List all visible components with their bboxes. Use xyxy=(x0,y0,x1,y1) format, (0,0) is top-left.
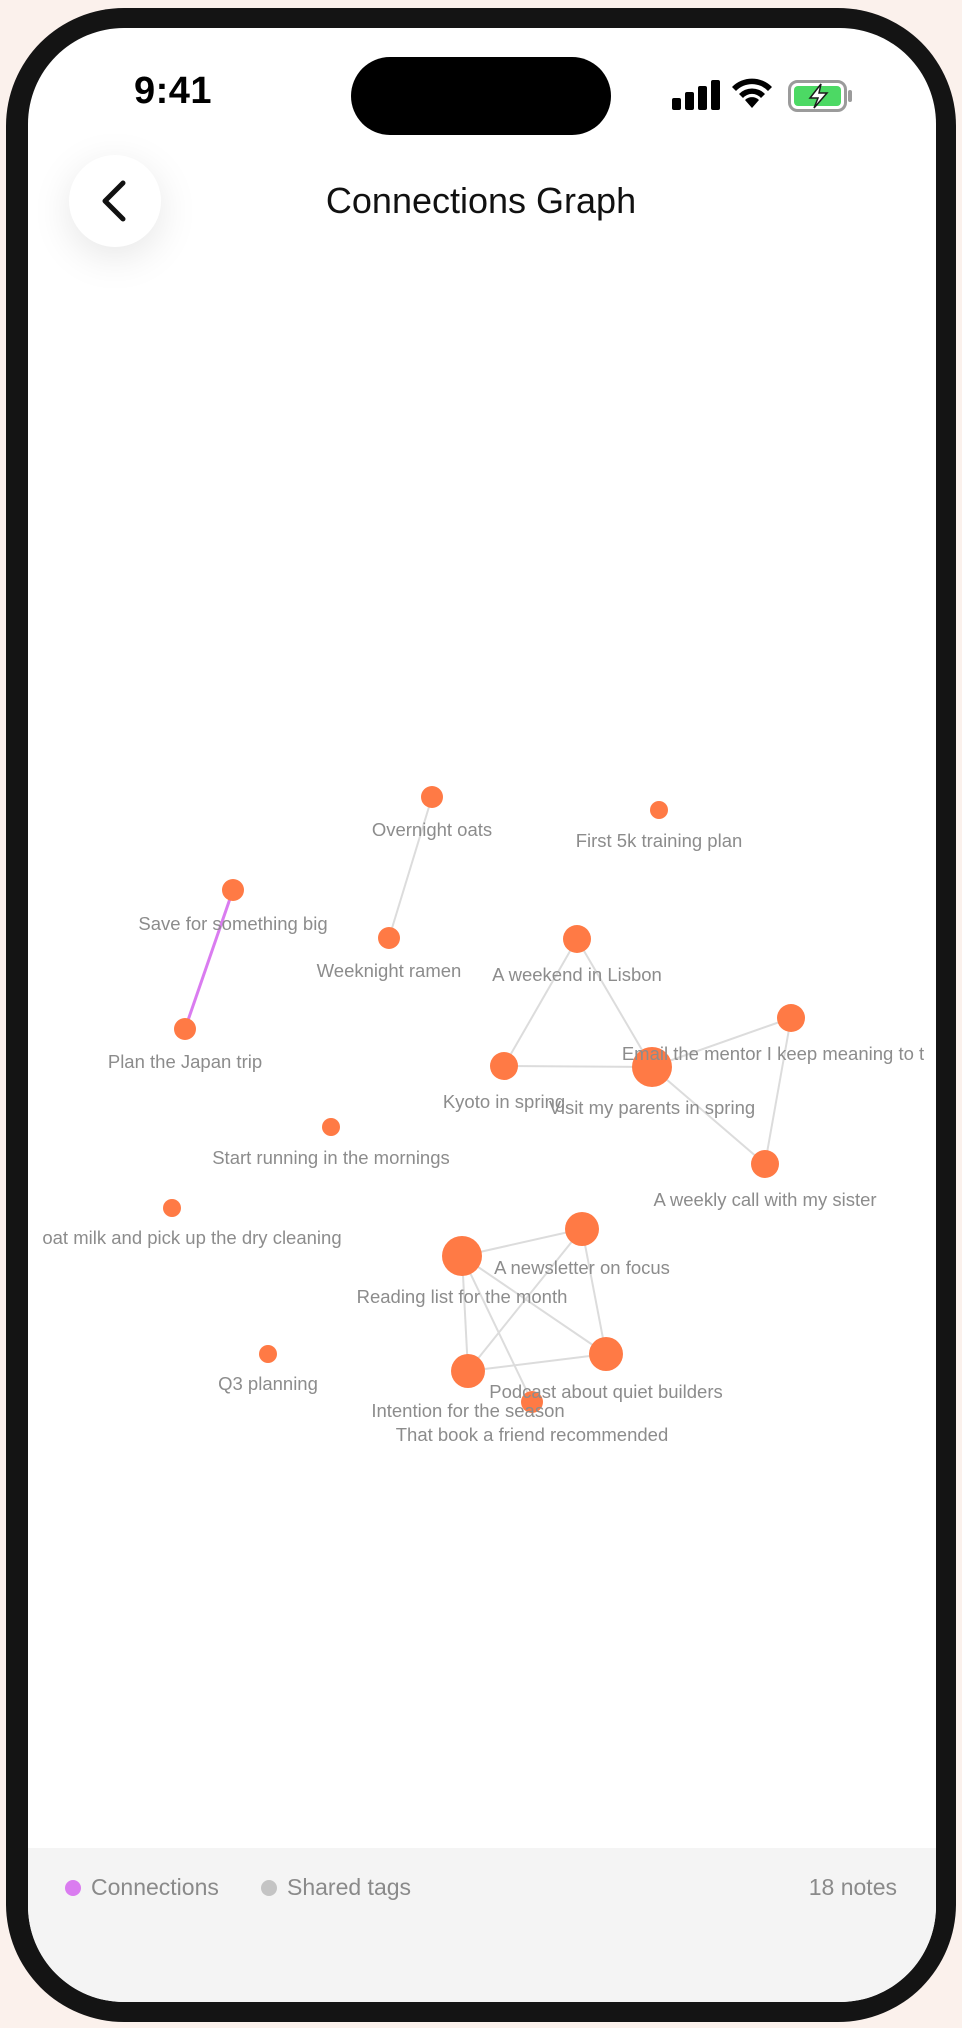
cellular-signal-icon xyxy=(672,80,720,110)
graph-node-oats[interactable] xyxy=(421,786,443,808)
graph-node-label-book: That book a friend recommended xyxy=(396,1424,669,1445)
dynamic-island xyxy=(351,57,611,135)
graph-node-label-mentor: Email the mentor I keep meaning to t xyxy=(622,1043,924,1064)
battery-charging-icon xyxy=(788,80,852,112)
graph-node-label-parents: Visit my parents in spring xyxy=(549,1097,755,1118)
graph-node-book[interactable] xyxy=(521,1391,543,1413)
graph-node-fivek[interactable] xyxy=(650,801,668,819)
graph-node-save[interactable] xyxy=(222,879,244,901)
graph-node-podcast[interactable] xyxy=(589,1337,623,1371)
graph-node-label-oatmilk: oat milk and pick up the dry cleaning xyxy=(42,1227,341,1248)
graph-node-label-podcast: Podcast about quiet builders xyxy=(489,1381,722,1402)
graph-node-label-oats: Overnight oats xyxy=(372,819,492,840)
graph-node-newsletter[interactable] xyxy=(565,1212,599,1246)
shared-tag-edge-reading-newsletter xyxy=(461,1228,583,1257)
graph-node-japan[interactable] xyxy=(174,1018,196,1040)
shared-tag-edge-oats-ramen xyxy=(388,796,433,939)
shared-tag-edge-mentor-sister xyxy=(764,1017,792,1165)
graph-node-oatmilk[interactable] xyxy=(163,1199,181,1217)
wifi-icon xyxy=(732,78,772,108)
graph-node-label-kyoto: Kyoto in spring xyxy=(443,1091,565,1112)
legend-connections-label: Connections xyxy=(91,1874,219,1900)
legend-shared-tags-label: Shared tags xyxy=(287,1874,412,1900)
graph-node-label-reading: Reading list for the month xyxy=(357,1286,568,1307)
shared-tag-edge-newsletter-podcast xyxy=(581,1228,607,1355)
graph-node-label-running: Start running in the mornings xyxy=(212,1147,450,1168)
graph-node-label-save: Save for something big xyxy=(138,913,327,934)
shared-tag-edge-intention-podcast xyxy=(467,1353,607,1372)
page-title: Connections Graph xyxy=(325,180,637,221)
shared-tag-edge-parents-sister xyxy=(651,1066,766,1165)
graph-node-label-lisbon: A weekend in Lisbon xyxy=(492,964,662,985)
chevron-left-icon xyxy=(102,180,126,222)
shared-tag-edge-reading-book xyxy=(461,1255,533,1403)
shared-tag-edge-lisbon-kyoto xyxy=(503,938,578,1067)
graph-node-reading[interactable] xyxy=(442,1236,482,1276)
graph-node-kyoto[interactable] xyxy=(490,1052,518,1080)
shared-tag-edge-parents-mentor xyxy=(651,1017,792,1068)
graph-node-lisbon[interactable] xyxy=(563,925,591,953)
shared-tag-edge-newsletter-intention xyxy=(467,1228,583,1372)
graph-node-label-newsletter: A newsletter on focus xyxy=(494,1257,670,1278)
note-count: 18 notes xyxy=(808,1874,897,1900)
graph-node-q3[interactable] xyxy=(259,1345,277,1363)
connections-swatch xyxy=(65,1879,81,1896)
status-time: 9:41 xyxy=(134,70,213,112)
legend-shared-tags: Shared tags xyxy=(261,1874,411,1901)
back-button[interactable] xyxy=(69,155,161,247)
legend-bar xyxy=(28,1848,936,2002)
graph-node-sister[interactable] xyxy=(751,1150,779,1178)
graph-node-parents[interactable] xyxy=(632,1047,672,1087)
connection-edge-save-japan xyxy=(183,889,235,1030)
graph-node-label-ramen: Weeknight ramen xyxy=(317,960,462,981)
graph-node-label-sister: A weekly call with my sister xyxy=(653,1189,876,1210)
shared-tag-edge-reading-podcast xyxy=(461,1255,607,1355)
shared-tag-edge-kyoto-parents xyxy=(503,1065,653,1068)
graph-node-label-intention: Intention for the season xyxy=(371,1400,564,1421)
shared-tag-edge-lisbon-parents xyxy=(576,938,653,1068)
graph-node-ramen[interactable] xyxy=(378,927,400,949)
graph-node-label-q3: Q3 planning xyxy=(218,1373,318,1394)
shared-tags-swatch xyxy=(261,1879,277,1896)
graph-node-running[interactable] xyxy=(322,1118,340,1136)
graph-node-label-japan: Plan the Japan trip xyxy=(108,1051,262,1072)
graph-node-intention[interactable] xyxy=(451,1354,485,1388)
legend-connections: Connections xyxy=(65,1874,219,1901)
graph-node-label-fivek: First 5k training plan xyxy=(576,830,743,851)
graph-node-mentor[interactable] xyxy=(777,1004,805,1032)
